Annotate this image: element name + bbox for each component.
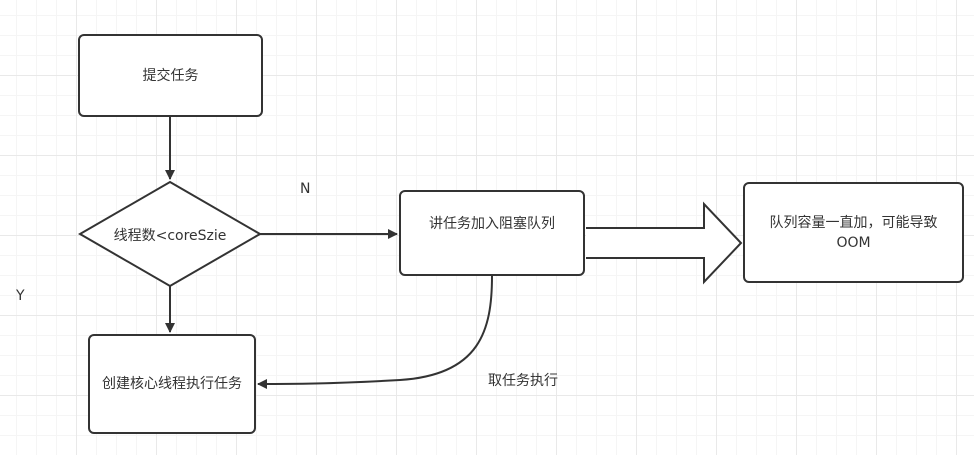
decision-label: 线程数<coreSzie (82, 222, 258, 248)
submit-task-node: 提交任务 (78, 34, 263, 117)
edge-enqueue-to-create (257, 275, 493, 389)
decision-text: 线程数<coreSzie (113, 228, 227, 244)
edge-label-no: N (300, 181, 311, 197)
submit-task-label: 提交任务 (142, 67, 199, 84)
edge-label-take-task: 取任务执行 (488, 373, 558, 389)
edge-enqueue-to-oom-arrow (586, 201, 743, 285)
oom-warning-label: 队列容量一直加，可能导致OOM (769, 214, 938, 251)
enqueue-task-node: 讲任务加入阻塞队列 (399, 190, 585, 276)
create-core-thread-label: 创建核心线程执行任务 (102, 376, 242, 392)
create-core-thread-node: 创建核心线程执行任务 (88, 334, 256, 434)
oom-warning-node: 队列容量一直加，可能导致OOM (743, 182, 964, 283)
edge-label-yes: Y (16, 288, 25, 304)
enqueue-task-label: 讲任务加入阻塞队列 (429, 216, 555, 232)
